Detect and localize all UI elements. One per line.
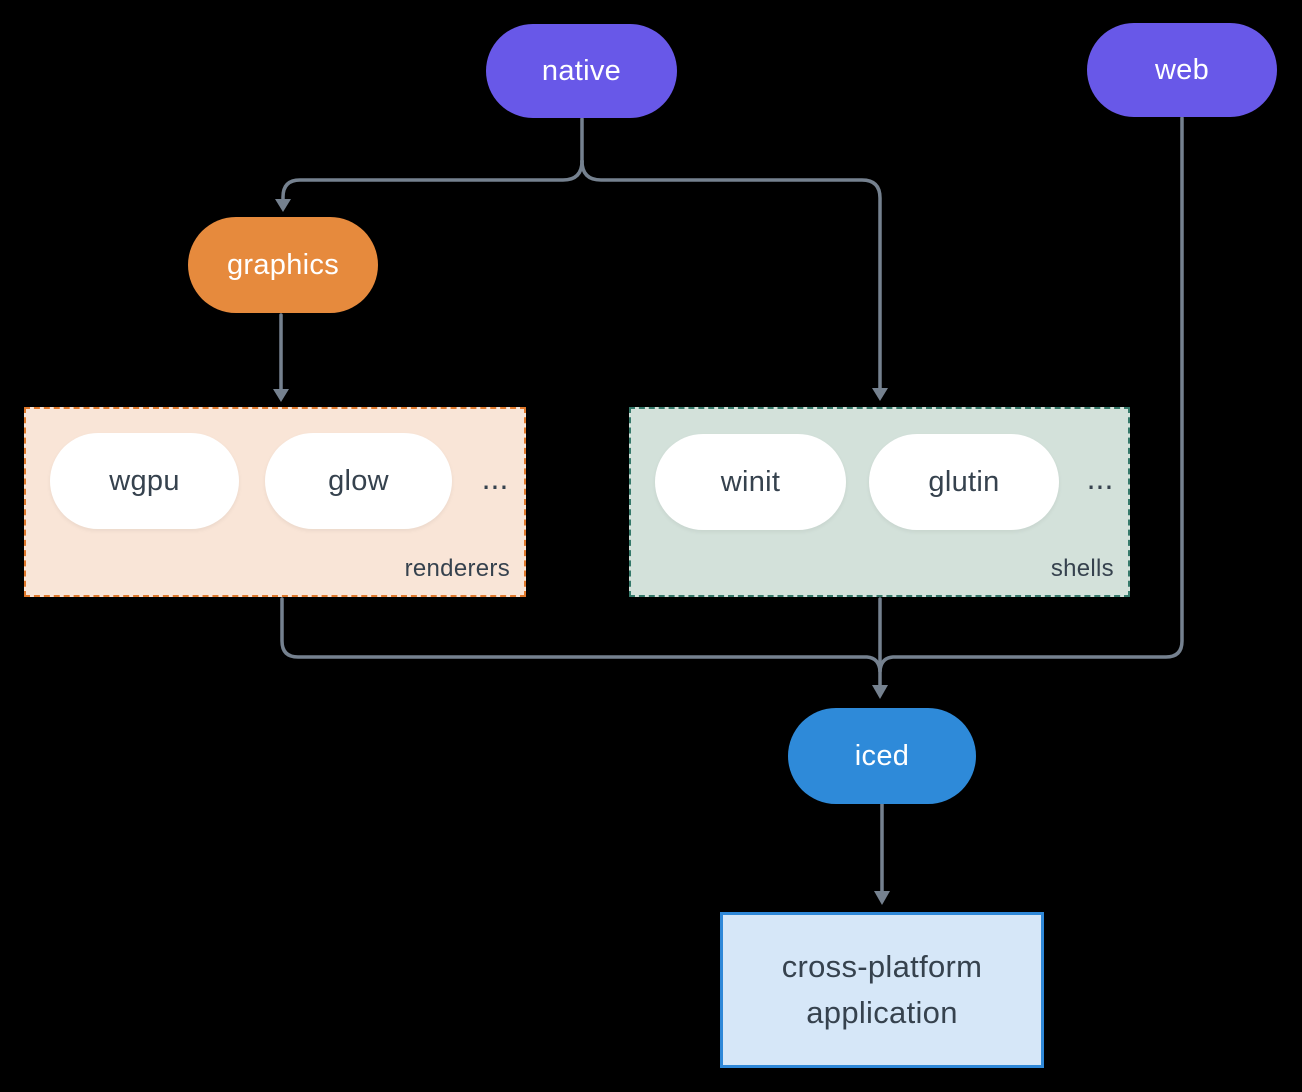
arrowhead-shells <box>872 388 888 401</box>
node-iced-label: iced <box>854 739 910 772</box>
node-native-label: native <box>541 54 622 87</box>
node-native: native <box>486 24 677 118</box>
node-cross-platform-application: cross-platform application <box>720 912 1044 1068</box>
application-label-line1: cross-platform <box>781 949 983 984</box>
renderers-group-label: renderers <box>404 555 510 582</box>
pill-glow-label: glow <box>328 464 389 497</box>
node-web: web <box>1087 23 1277 117</box>
connector-renderers-to-iced <box>280 597 882 673</box>
arrowhead-application <box>874 891 890 905</box>
shells-ellipsis: ... <box>1086 460 1114 496</box>
node-iced: iced <box>788 708 976 804</box>
pill-glutin: glutin <box>869 434 1059 530</box>
pill-glow: glow <box>265 433 452 529</box>
arrowhead-renderers <box>273 389 289 402</box>
node-graphics: graphics <box>188 217 378 313</box>
arrowhead-graphics <box>275 199 291 212</box>
pill-wgpu-label: wgpu <box>109 464 180 497</box>
pill-winit: winit <box>655 434 846 530</box>
group-shells: winit glutin ... shells <box>629 407 1130 597</box>
group-renderers: wgpu glow ... renderers <box>24 407 526 597</box>
node-web-label: web <box>1154 53 1210 86</box>
renderers-ellipsis: ... <box>481 460 509 496</box>
pill-wgpu: wgpu <box>50 433 239 529</box>
pill-winit-label: winit <box>720 465 781 498</box>
arrowhead-iced <box>872 685 888 699</box>
connector-native-to-shells <box>580 159 882 391</box>
node-graphics-label: graphics <box>226 248 339 281</box>
application-label-line2: application <box>806 995 958 1030</box>
connector-web-to-iced <box>878 116 1184 673</box>
shells-group-label: shells <box>1050 555 1114 582</box>
pill-glutin-label: glutin <box>928 465 1000 498</box>
connector-native-to-graphics <box>281 159 584 202</box>
